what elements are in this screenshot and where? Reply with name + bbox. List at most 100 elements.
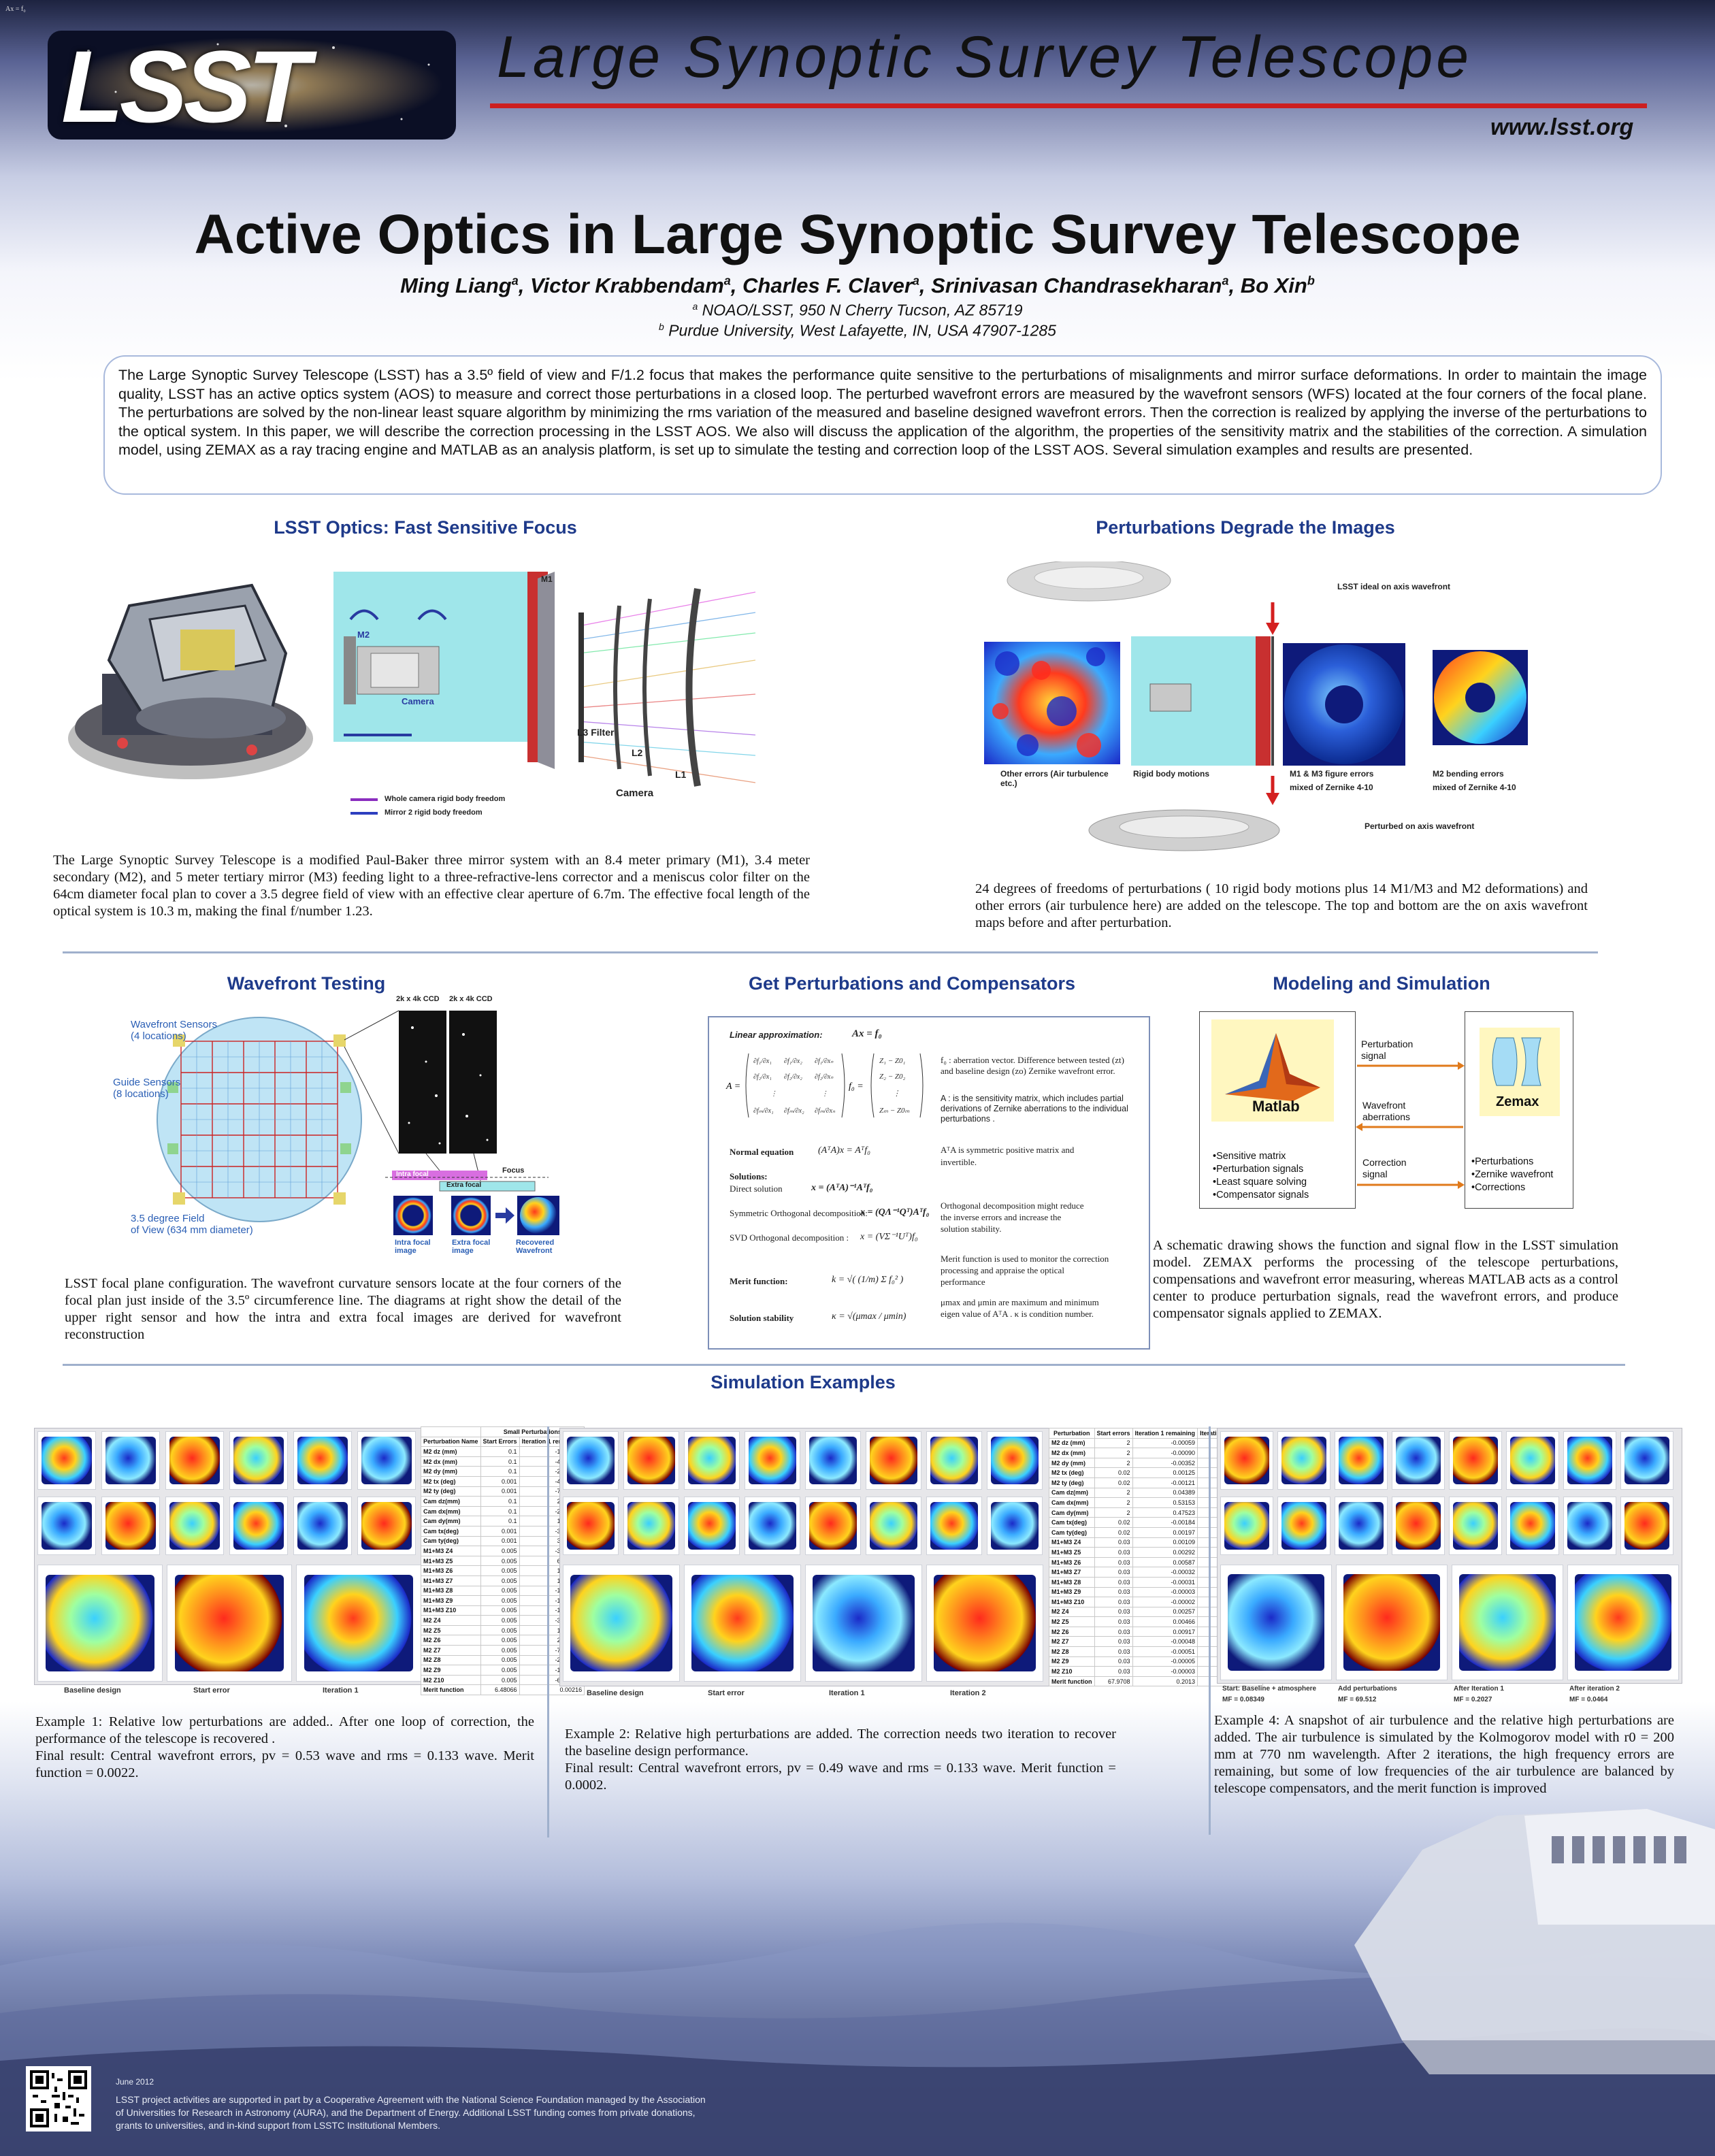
ex4-zernike-tile (1392, 1497, 1445, 1555)
header-url: www.lsst.org (1490, 114, 1634, 140)
table-cell: 0.001 (480, 1475, 520, 1487)
example2-panel (559, 1428, 1052, 1686)
ex4-zernike-tile (1449, 1431, 1502, 1490)
ex2-zernike-tile (563, 1497, 619, 1555)
table-cell: 0.02 (1094, 1526, 1133, 1538)
zemax-item: •Perturbations (1471, 1156, 1534, 1167)
wavefront-map (42, 1436, 92, 1485)
wavefront-map (627, 1436, 676, 1485)
label-camera: Camera (616, 787, 654, 799)
wavefront-map (1509, 1436, 1556, 1485)
section-title-modeling: Modeling and Simulation (1273, 973, 1490, 994)
ex1-zernike-tile (37, 1497, 96, 1555)
header-rule (490, 103, 1647, 108)
wavefront-map (687, 1436, 736, 1485)
table-cell: M1+M3 Z6 (421, 1565, 481, 1576)
wavefront-map (1567, 1436, 1613, 1485)
ex1-zernike-tile (357, 1497, 416, 1555)
ex4-zernike-tile (1277, 1497, 1330, 1555)
label-intra-focal-bar: Intra focal (396, 1171, 429, 1178)
figure-caption: Iteration 1 (323, 1686, 359, 1695)
caption-label: After iteration 2 (1569, 1685, 1620, 1693)
wavefront-map (1395, 1436, 1441, 1485)
table-cell: 0.1 (480, 1456, 520, 1467)
figure-caption: Baseline design (587, 1689, 644, 1697)
wavefront-map (1281, 1436, 1327, 1485)
section-title-perturbations: Perturbations Degrade the Images (1096, 517, 1395, 538)
wavefront-map (990, 1501, 1039, 1550)
wavefront-map (934, 1574, 1036, 1672)
table-cell: M2 Z5 (1049, 1616, 1095, 1627)
label-ccd-2: 2k x 4k CCD (449, 995, 493, 1003)
wavefront-map (1567, 1501, 1613, 1550)
label-field-title: 3.5 degree Field (131, 1213, 205, 1224)
label-guide-title: Guide Sensors (113, 1077, 181, 1088)
ex2-wavefront-large (805, 1565, 922, 1682)
caption-merit: MF = 69.512 (1338, 1696, 1377, 1703)
table-row: M2 ty (deg)0.02-0.00121-4.81E-07 (1049, 1477, 1263, 1488)
table-cell: Cam dx(mm) (1049, 1497, 1095, 1508)
table-cell: 0.00216 (519, 1684, 585, 1696)
label-camera-inset: Camera (402, 696, 434, 706)
table-cell: 0.2013 (1132, 1676, 1198, 1687)
table-cell: M2 Z9 (1049, 1656, 1095, 1667)
table-cell: Cam tx(deg) (1049, 1517, 1095, 1528)
label-focus: Focus (502, 1166, 525, 1175)
ex1-wavefront-large (37, 1565, 163, 1682)
section-title-compensators: Get Perturbations and Compensators (748, 973, 1076, 994)
svg-text:⋮: ⋮ (770, 1090, 777, 1098)
table-cell: 0.001 (480, 1535, 520, 1547)
logo-text: LSST (61, 29, 310, 144)
table-cell: Cam ty(deg) (1049, 1526, 1095, 1538)
ex4-zernike-tile (1620, 1431, 1673, 1490)
caption-merit: MF = 0.2027 (1454, 1696, 1492, 1703)
affiliation-b: b Purdue University, West Lafayette, IN,… (0, 321, 1715, 340)
ex2-wavefront-large (684, 1565, 801, 1682)
table-cell: 0.001 (480, 1486, 520, 1497)
table-row: M1+M3 Z60.0051.66E-04 (421, 1565, 585, 1576)
table-cell: 0.00587 (1132, 1556, 1198, 1568)
legend-mirror2-freedom: Mirror 2 rigid body freedom (385, 808, 483, 817)
table-cell: 0.00917 (1132, 1626, 1198, 1637)
eq-solutions-label: Solutions: (730, 1171, 768, 1181)
section-title-optics: LSST Optics: Fast Sensitive Focus (274, 517, 577, 538)
eq-f0-description: f₀ : aberration vector. Difference betwe… (941, 1055, 1124, 1076)
modeling-diagram: Matlab •Sensitive matrix •Perturbation s… (1199, 1011, 1573, 1215)
matlab-items: •Sensitive matrix •Perturbation signals … (1213, 1150, 1309, 1202)
eq-merit-description: Merit function is used to monitor the co… (941, 1254, 1109, 1287)
wavefront-map (1281, 1501, 1327, 1550)
label-m1m3-errors: M1 & M3 figure errors (1290, 769, 1374, 779)
svg-text:∂fₘ/∂x₂: ∂fₘ/∂x₂ (784, 1107, 804, 1115)
zemax-items: •Perturbations •Zernike wavefront •Corre… (1471, 1156, 1553, 1194)
example-divider-2 (1209, 1426, 1211, 1835)
table-cell: Cam ty(deg) (421, 1535, 481, 1547)
authors: Ming Lianga, Victor Krabbendama, Charles… (400, 274, 1315, 297)
equations-box: Linear approximation: Ax = f₀ A = ∂f₁/∂x… (708, 1016, 1150, 1350)
table-cell: 0.03 (1094, 1636, 1133, 1648)
table-cell: 0.00292 (1132, 1547, 1198, 1558)
legend-camera-freedom: Whole camera rigid body freedom (385, 795, 506, 803)
table-cell: M1+M3 Z6 (1049, 1556, 1095, 1568)
ex4-zernike-tile (1506, 1497, 1559, 1555)
eq-linear-label: Linear approximation: (730, 1030, 823, 1040)
label-extra-image: Extra focal image (452, 1239, 491, 1255)
table-cell: 0.005 (480, 1654, 520, 1666)
ex2-zernike-tile (926, 1431, 982, 1490)
ex4-zernike-tile (1620, 1497, 1673, 1555)
author-affiliation-mark: a (511, 274, 519, 288)
svg-text:⋮: ⋮ (821, 1090, 828, 1098)
label-wfs-title: Wavefront Sensors (131, 1019, 217, 1030)
wavefront-map (1224, 1501, 1270, 1550)
affiliation-a: a NOAO/LSST, 950 N Cherry Tucson, AZ 857… (0, 301, 1715, 320)
svg-text:∂fₘ/∂x₁: ∂fₘ/∂x₁ (753, 1107, 774, 1115)
caption-label: Start: Baseline + atmosphere (1222, 1685, 1317, 1693)
label-field-size: of View (634 mm diameter) (131, 1224, 253, 1236)
wavefront-map (233, 1501, 284, 1550)
example2-result: Final result: Central wavefront errors, … (565, 1761, 1116, 1793)
table-cell: M1+M3 Z10 (421, 1605, 481, 1616)
wavefront-map (813, 1574, 915, 1672)
figure-caption: Start error (193, 1686, 230, 1695)
eq-symmetric-description: Orthogonal decomposition might reduce th… (941, 1200, 1084, 1234)
